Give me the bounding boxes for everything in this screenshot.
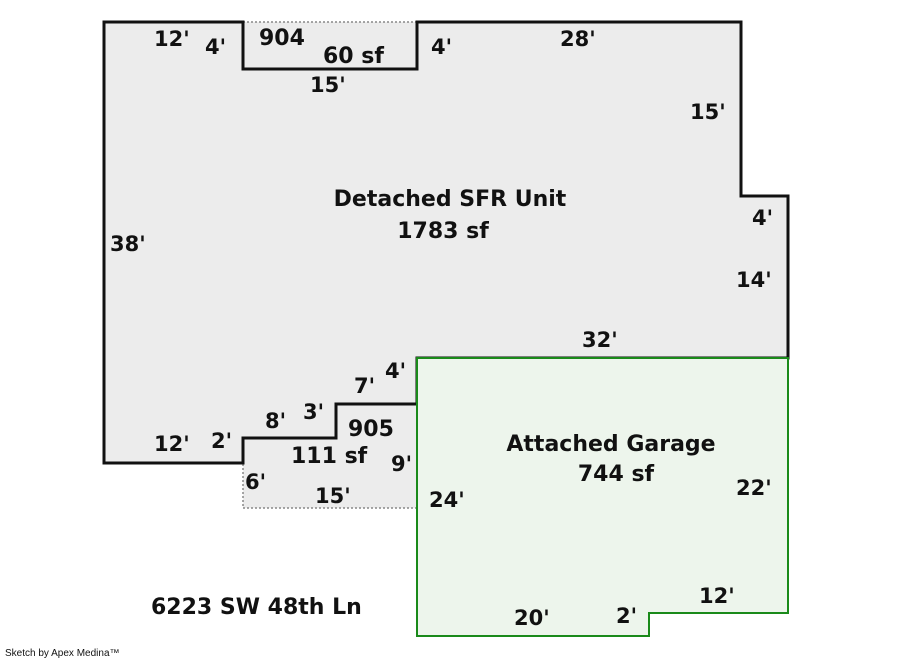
dim-label: 24' xyxy=(429,488,465,512)
garage-name: Attached Garage xyxy=(506,432,715,457)
garage-area: 744 sf xyxy=(578,462,655,487)
dim-label: 22' xyxy=(736,476,772,500)
dim-label: 4' xyxy=(385,359,406,383)
dim-label: 4' xyxy=(431,35,452,59)
main-unit-area: 1783 sf xyxy=(397,219,489,244)
dim-label: 2' xyxy=(211,429,232,453)
dim-label: 38' xyxy=(110,232,146,256)
dim-label: 12' xyxy=(699,584,735,608)
dim-label: 12' xyxy=(154,432,190,456)
area-905-area: 111 sf xyxy=(291,444,368,469)
dim-label: 4' xyxy=(205,35,226,59)
dim-label: 2' xyxy=(616,604,637,628)
dim-label: 8' xyxy=(265,409,286,433)
dim-label: 12' xyxy=(154,27,190,51)
dim-label: 28' xyxy=(560,27,596,51)
dim-label: 15' xyxy=(310,73,346,97)
property-address: 6223 SW 48th Ln xyxy=(151,595,362,620)
sketch-credit: Sketch by Apex Medina™ xyxy=(5,648,120,659)
dim-label: 32' xyxy=(582,328,618,352)
main-unit-name: Detached SFR Unit xyxy=(334,187,567,212)
garage-shape xyxy=(416,357,789,637)
dim-label: 4' xyxy=(752,206,773,230)
dim-label: 3' xyxy=(303,400,324,424)
dim-label: 15' xyxy=(315,484,351,508)
dim-label: 7' xyxy=(354,374,375,398)
area-904-area: 60 sf xyxy=(323,44,384,69)
dim-label: 15' xyxy=(690,100,726,124)
area-904-code: 904 xyxy=(259,26,305,51)
dim-label: 20' xyxy=(514,606,550,630)
dim-label: 14' xyxy=(736,268,772,292)
area-905-code: 905 xyxy=(348,417,394,442)
dim-label: 6' xyxy=(245,470,266,494)
dim-label: 9' xyxy=(391,452,412,476)
